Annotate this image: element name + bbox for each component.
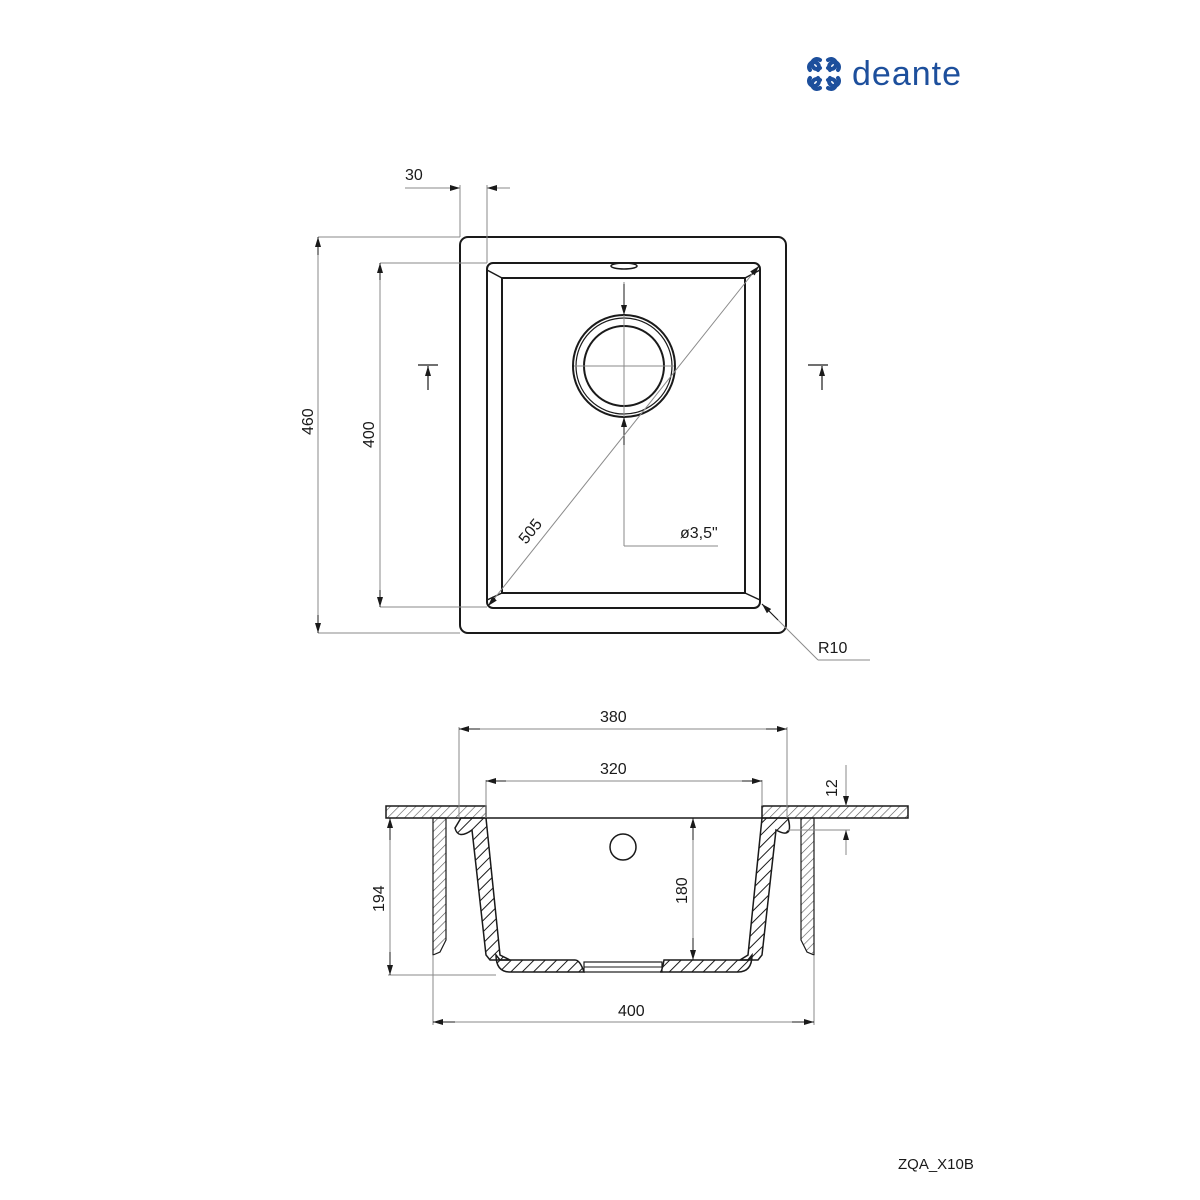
diagonal-label: 505	[516, 516, 546, 548]
corner-radius-label: R10	[818, 640, 847, 657]
countertop-left	[385, 805, 487, 819]
total-depth-label: 194	[371, 885, 388, 912]
rim-offset-label: 30	[405, 167, 423, 184]
bowl-top-width-label: 320	[600, 761, 627, 778]
sink-wall-right	[737, 817, 791, 961]
brand-logo: deante	[804, 54, 962, 94]
bowl-edge-inner	[501, 277, 746, 594]
section-marker-left	[418, 364, 438, 390]
countertop-right	[761, 805, 909, 819]
overflow-slot	[610, 262, 638, 270]
sink-wall-left	[454, 817, 511, 961]
sink-bottom-right	[659, 952, 753, 973]
product-code: ZQA_X10B	[898, 1156, 974, 1173]
top-view: ø3,5" 505 30 460 400	[300, 167, 870, 661]
inner-height-label: 400	[361, 421, 378, 448]
sink-bottom-left	[495, 952, 586, 973]
section-view: 380 320 12 194 180 400	[371, 709, 909, 1025]
overall-width-label: 400	[618, 1003, 645, 1020]
counter-thickness-label: 12	[824, 779, 841, 797]
outer-height-label: 460	[300, 408, 317, 435]
drain-diameter-label: ø3,5"	[680, 525, 718, 542]
cutout-width-label: 380	[600, 709, 627, 726]
section-marker-right	[808, 364, 828, 390]
deante-logo-icon	[807, 57, 841, 91]
overflow-hole	[609, 833, 637, 861]
cabinet-wall-right	[800, 817, 815, 956]
bowl-depth-label: 180	[674, 877, 691, 904]
brand-name: deante	[852, 55, 962, 93]
cabinet-wall-left	[432, 817, 447, 956]
sink-outer-outline	[459, 236, 787, 634]
